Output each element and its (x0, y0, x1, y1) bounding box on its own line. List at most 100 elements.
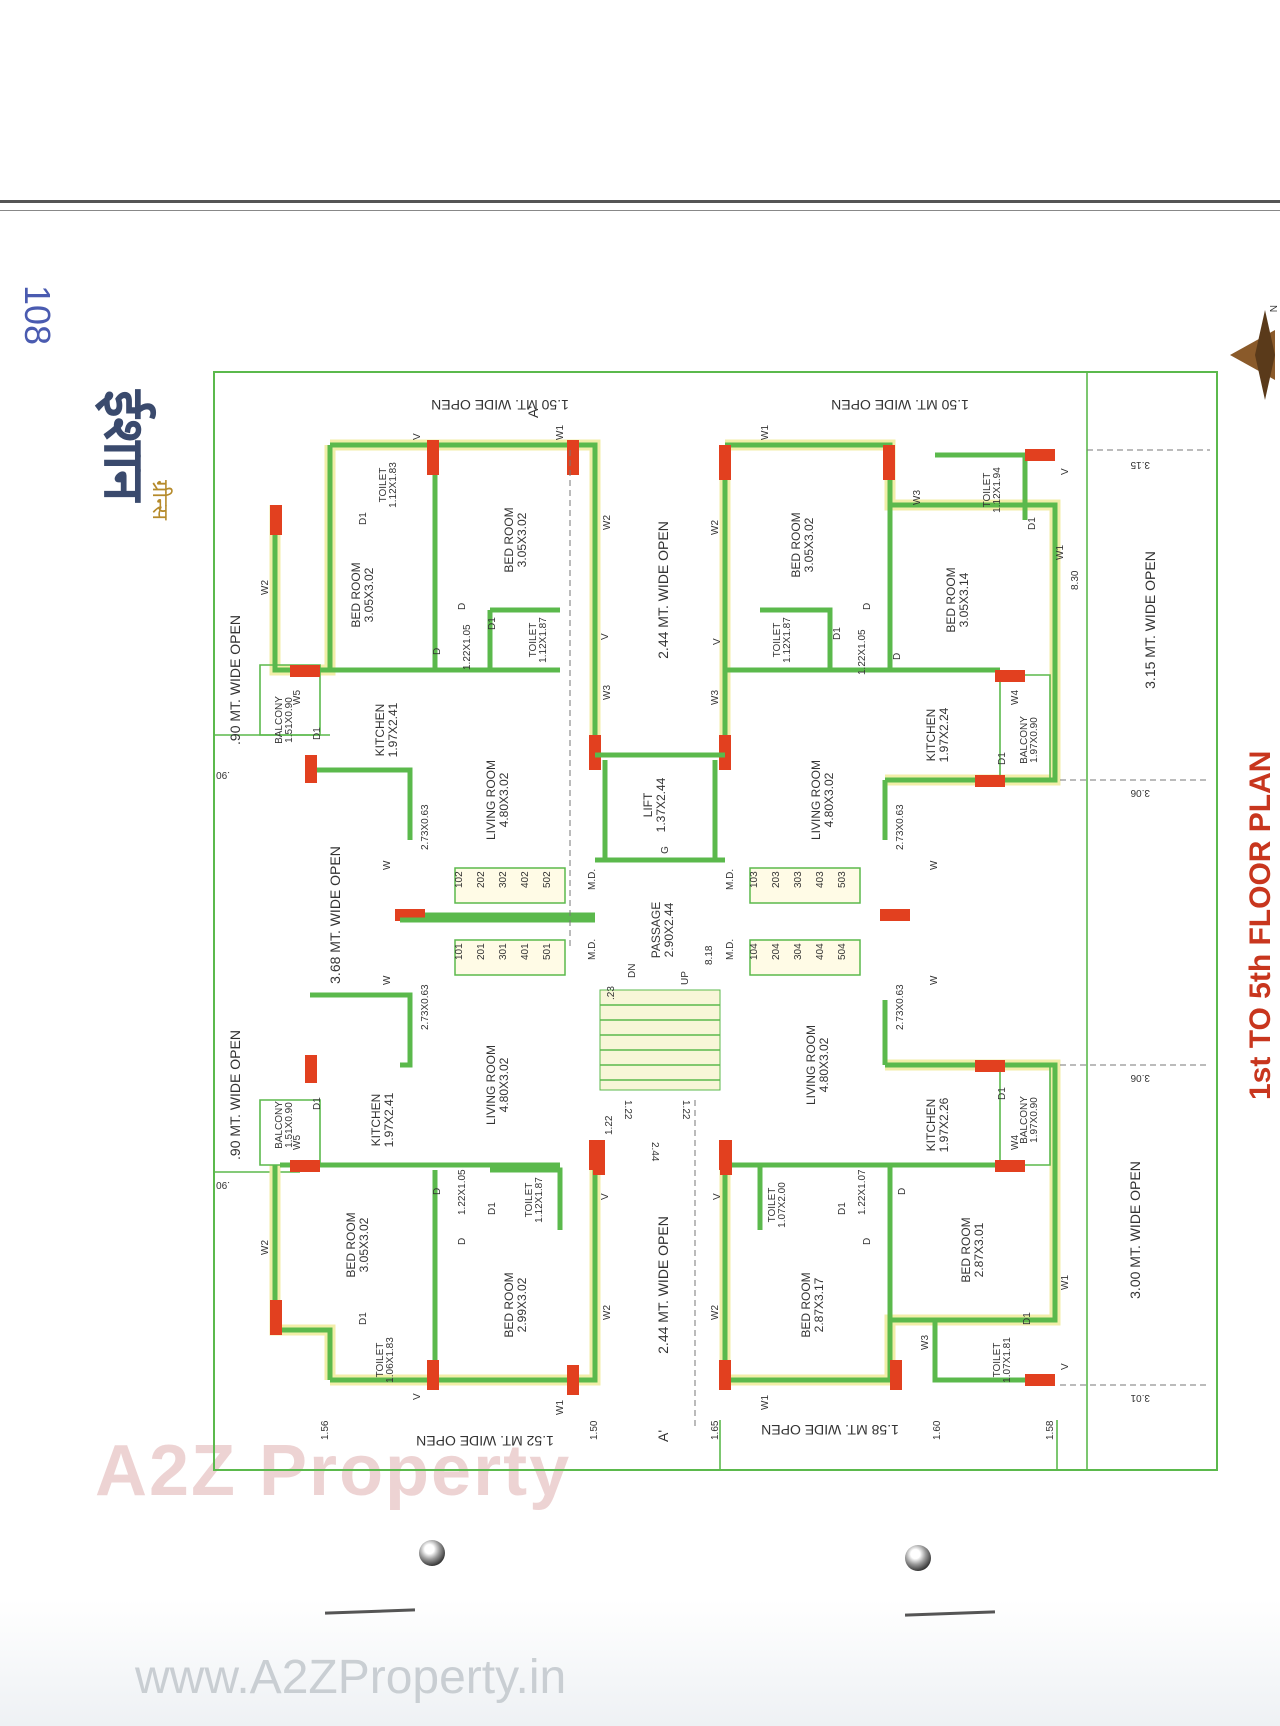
room-size: 1.12X1.83 (388, 462, 399, 508)
open-space-label: 3.68 MT. WIDE OPEN (327, 846, 343, 984)
room-size: 1.07X1.81 (1002, 1337, 1013, 1383)
room-size: 4.80X3.02 (497, 1057, 511, 1112)
flat-number: 102 (454, 871, 465, 888)
main-door-mark: M.D. (587, 939, 598, 960)
main-door-mark: M.D. (725, 869, 736, 890)
svg-text:3.06: 3.06 (1130, 1072, 1150, 1083)
flat-number: 501 (542, 943, 553, 960)
svg-text:D: D (862, 603, 873, 610)
room-name: TOILET (982, 473, 993, 508)
svg-text:1.22X1.07: 1.22X1.07 (857, 1169, 868, 1215)
room-size: 3.05X3.02 (515, 512, 529, 567)
flat-number: 204 (771, 943, 782, 960)
dimension-labels: 8.30 3.15 3.06 3.06 3.01 .90 .90 8.18 .2… (216, 449, 1210, 1440)
svg-text:V: V (600, 633, 611, 640)
room-size: 1.07X2.00 (777, 1182, 788, 1228)
room-name: TOILET (772, 623, 783, 658)
svg-text:1.58: 1.58 (1045, 1420, 1056, 1440)
open-space-label: 3.00 MT. WIDE OPEN (1127, 1161, 1143, 1299)
website-watermark: www.A2ZProperty.in (135, 1651, 567, 1704)
page-footer-strip (0, 1600, 1280, 1726)
room-size: 1.12X1.87 (534, 1177, 545, 1223)
room-name: LIVING ROOM (809, 760, 823, 840)
compass-north-label: N (1267, 305, 1278, 312)
svg-text:D1: D1 (358, 512, 369, 525)
svg-text:2.44: 2.44 (649, 1142, 660, 1162)
room-name: BED ROOM (789, 512, 803, 577)
room-labels-lower-left: BED ROOM 3.05X3.02 BED ROOM 2.99X3.02 TO… (274, 1045, 545, 1383)
svg-text:V: V (412, 1393, 423, 1400)
svg-text:W2: W2 (602, 515, 613, 530)
svg-text:D: D (892, 653, 903, 660)
room-size: 3.05X3.02 (357, 1217, 371, 1272)
flat-number: 303 (793, 871, 804, 888)
svg-text:D1: D1 (1027, 517, 1038, 530)
svg-text:W4: W4 (1010, 1135, 1021, 1150)
open-space-label: .90 MT. WIDE OPEN (227, 615, 243, 745)
room-name: BALCONY (274, 696, 285, 744)
svg-text:2.73X0.63: 2.73X0.63 (420, 804, 431, 850)
open-space-label: 1.50 MT. WIDE OPEN (831, 397, 969, 413)
flat-number: 302 (498, 871, 509, 888)
logo-name: ईशान (93, 389, 157, 503)
svg-text:1.22: 1.22 (680, 1100, 691, 1120)
room-size: 1.97X2.24 (937, 707, 951, 762)
page-edge-line-thin (0, 210, 1280, 211)
room-size: 2.87X3.17 (812, 1277, 826, 1332)
room-size: 3.05X3.02 (802, 517, 816, 572)
room-size: 4.80X3.02 (817, 1037, 831, 1092)
room-size: 2.99X3.02 (515, 1277, 529, 1332)
svg-text:1.22: 1.22 (622, 1100, 633, 1120)
room-size: 3.05X3.14 (957, 572, 971, 627)
flat-number: 103 (749, 871, 760, 888)
svg-text:W2: W2 (602, 1305, 613, 1320)
svg-text:V: V (412, 433, 423, 440)
svg-text:1.22: 1.22 (604, 1115, 615, 1135)
flat-number: 403 (815, 871, 826, 888)
page-edge-line (0, 200, 1280, 203)
svg-text:1.60: 1.60 (932, 1420, 943, 1440)
flat-number: 404 (815, 943, 826, 960)
room-name: BED ROOM (799, 1272, 813, 1337)
room-name: TOILET (992, 1343, 1003, 1378)
flat-number-block-upper-left: 102 202 302 402 502 (454, 867, 566, 904)
svg-text:W: W (929, 975, 940, 985)
section-mark-bottom: A' (655, 1430, 671, 1442)
flat-number: 402 (520, 871, 531, 888)
room-size: 4.80X3.02 (497, 772, 511, 827)
room-size: 1.12X1.94 (992, 467, 1003, 513)
svg-text:1.56: 1.56 (320, 1420, 331, 1440)
punch-hole-left (419, 1540, 445, 1566)
flat-number: 401 (520, 943, 531, 960)
svg-text:V: V (1060, 1363, 1071, 1370)
flat-number-block-lower-right: 104 204 304 404 504 (749, 939, 861, 976)
svg-text:W3: W3 (920, 1335, 931, 1350)
svg-text:W3: W3 (710, 690, 721, 705)
open-space-label: 1.50 MT. WIDE OPEN (431, 397, 569, 413)
main-door-mark: M.D. (587, 869, 598, 890)
flat-upper-right (719, 439, 1061, 921)
passage-size: 2.90X2.44 (662, 902, 676, 957)
svg-text:W3: W3 (912, 490, 923, 505)
svg-text:W5: W5 (292, 1135, 303, 1150)
room-size: 1.97X0.90 (1029, 717, 1040, 763)
svg-text:W1: W1 (1055, 545, 1066, 560)
room-size: 1.51X0.90 (284, 1102, 295, 1148)
room-size: 1.12X1.87 (782, 617, 793, 663)
room-size: 1.97X0.90 (1029, 1097, 1040, 1143)
svg-text:D1: D1 (997, 1087, 1008, 1100)
svg-text:D: D (457, 1238, 468, 1245)
room-name: KITCHEN (924, 1099, 938, 1152)
svg-text:D1: D1 (358, 1312, 369, 1325)
stair-up-label: UP (680, 971, 691, 985)
svg-text:W2: W2 (260, 1240, 271, 1255)
svg-text:W: W (382, 860, 393, 870)
plan-title: 1st TO 5th FLOOR PLAN (1244, 751, 1277, 1100)
svg-text:W2: W2 (710, 1305, 721, 1320)
flat-number: 201 (476, 943, 487, 960)
room-name: BALCONY (274, 1101, 285, 1149)
room-labels-upper-right: BED ROOM 3.05X3.02 BED ROOM 3.05X3.14 TO… (772, 467, 1040, 840)
svg-text:3.15: 3.15 (1130, 459, 1150, 470)
plot-boundary (213, 371, 1218, 1471)
project-logo: ईशान ग्रीन्स (93, 389, 173, 521)
